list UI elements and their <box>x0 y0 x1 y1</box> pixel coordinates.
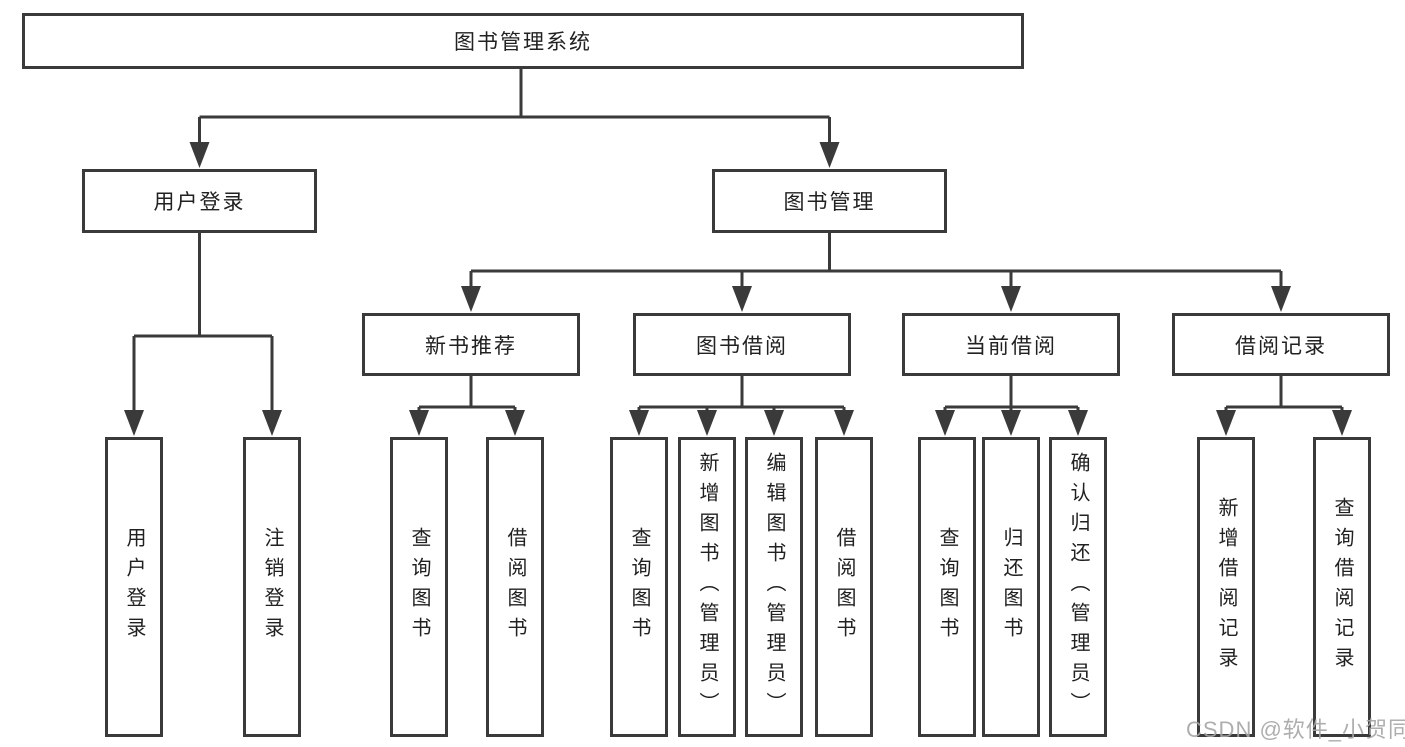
leaf-query-borrow-record-label: 查询借阅记录 <box>1331 497 1353 677</box>
node-root: 图书管理系统 <box>22 13 1024 69</box>
leaf-add-book-admin-label: 新增图书（管理员） <box>696 452 718 722</box>
leaf-edit-book-admin-label: 编辑图书（管理员） <box>763 452 785 722</box>
arrowhead-icons <box>124 142 1352 436</box>
leaf-return-book-label: 归还图书 <box>1000 527 1022 647</box>
node-new-book-recommend: 新书推荐 <box>362 313 580 376</box>
leaf-user-login-label: 用户登录 <box>123 527 145 647</box>
leaf-query-borrow-record: 查询借阅记录 <box>1313 437 1371 737</box>
node-root-label: 图书管理系统 <box>454 31 592 54</box>
leaf-return-book: 归还图书 <box>982 437 1040 737</box>
leaf-logout-login: 注销登录 <box>243 437 301 737</box>
node-borrow-records: 借阅记录 <box>1172 313 1390 376</box>
leaf-query-book-current: 查询图书 <box>918 437 976 737</box>
leaf-add-book-admin: 新增图书（管理员） <box>678 437 736 737</box>
leaf-logout-login-label: 注销登录 <box>261 527 283 647</box>
node-book-management-label: 图书管理 <box>783 191 876 214</box>
leaf-confirm-return-admin-label: 确认归还（管理员） <box>1067 452 1089 722</box>
leaf-confirm-return-admin: 确认归还（管理员） <box>1049 437 1107 737</box>
leaf-add-borrow-record: 新增借阅记录 <box>1197 437 1255 737</box>
leaf-query-book-recommend: 查询图书 <box>390 437 448 737</box>
leaf-borrow-book-recommend: 借阅图书 <box>486 437 544 737</box>
node-user-login: 用户登录 <box>82 169 317 233</box>
leaf-query-book-borrow: 查询图书 <box>610 437 668 737</box>
node-book-borrow-label: 图书借阅 <box>696 334 788 358</box>
node-current-borrow: 当前借阅 <box>902 313 1120 376</box>
node-book-borrow: 图书借阅 <box>633 313 851 376</box>
leaf-edit-book-admin: 编辑图书（管理员） <box>745 437 803 737</box>
leaf-borrow-book: 借阅图书 <box>815 437 873 737</box>
leaf-query-book-borrow-label: 查询图书 <box>628 527 650 647</box>
node-book-management: 图书管理 <box>712 169 947 233</box>
node-new-book-recommend-label: 新书推荐 <box>425 334 517 358</box>
leaf-query-book-recommend-label: 查询图书 <box>408 527 430 647</box>
leaf-borrow-book-label: 借阅图书 <box>833 527 855 647</box>
leaf-add-borrow-record-label: 新增借阅记录 <box>1215 497 1237 677</box>
leaf-borrow-book-recommend-label: 借阅图书 <box>504 527 526 647</box>
node-borrow-records-label: 借阅记录 <box>1235 334 1327 358</box>
leaf-query-book-current-label: 查询图书 <box>936 527 958 647</box>
node-user-login-label: 用户登录 <box>153 191 246 214</box>
watermark: CSDN @软件_小贺同学 <box>1186 717 1405 742</box>
node-current-borrow-label: 当前借阅 <box>965 334 1057 358</box>
leaf-user-login: 用户登录 <box>105 437 163 737</box>
